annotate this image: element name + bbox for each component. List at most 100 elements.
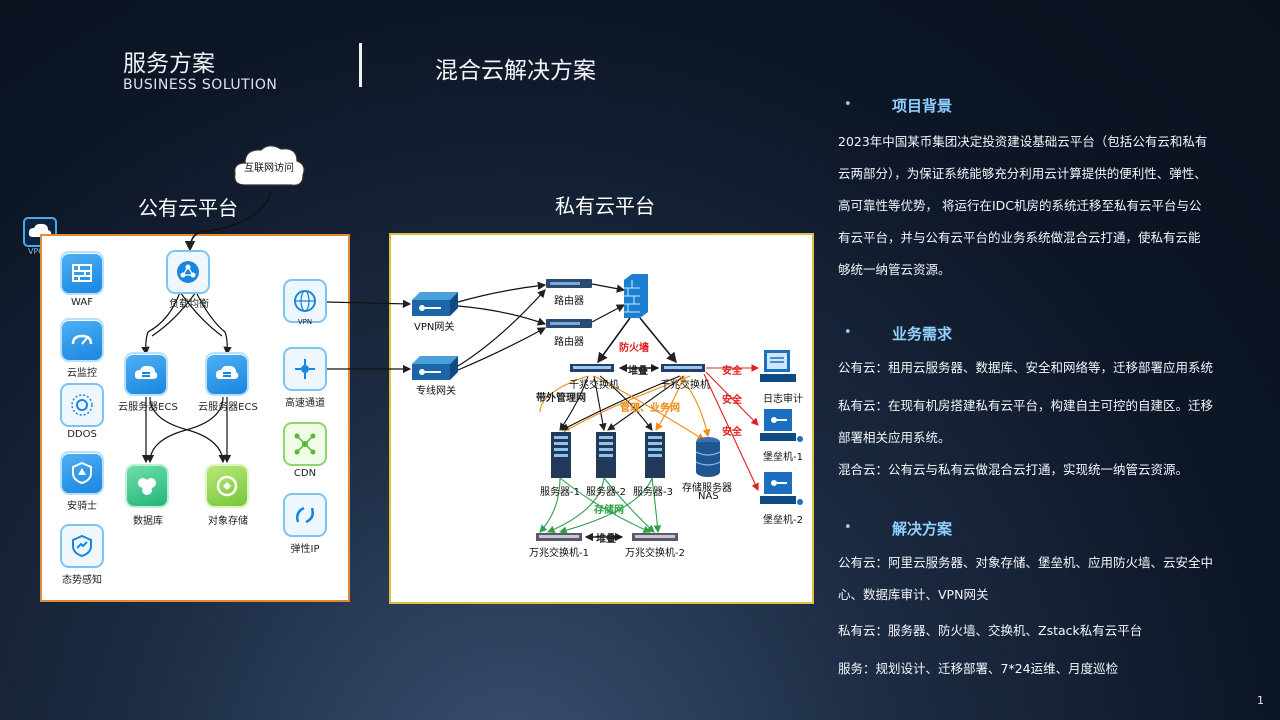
text-line: 公有云：租用云服务器、数据库、安全和网络等，迁移部署应用系统 bbox=[838, 360, 1214, 375]
page-number: 1 bbox=[1257, 694, 1264, 707]
bullet: • bbox=[844, 97, 852, 112]
section-heading-requirements: 业务需求 bbox=[892, 325, 953, 343]
private-cloud-title: 私有云平台 bbox=[555, 194, 655, 218]
router-label-1: 路由器 bbox=[554, 296, 584, 307]
section-heading-background: 项目背景 bbox=[892, 97, 953, 115]
cloud-monitor-label: 云监控 bbox=[67, 368, 97, 379]
10g-switch-icon bbox=[632, 533, 678, 541]
text-line: 高可靠性等优势， 将运行在IDC机房的系统迁移至私有云平台与公 bbox=[838, 198, 1202, 213]
text-line: 服务：规划设计、迁移部署、7*24运维、月度巡检 bbox=[838, 661, 1119, 676]
header-title-en: BUSINESS SOLUTION bbox=[123, 77, 278, 93]
ecs-label-2: 云服务器ECS bbox=[198, 402, 258, 413]
header-title: 服务方案 bbox=[123, 51, 215, 77]
security-label-3: 安全 bbox=[722, 427, 742, 438]
nas-label-2: NAS bbox=[698, 491, 719, 502]
section-background-body: 2023年中国某币集团决定投资建设基础云平台（包括公有云和私有 云两部分），为保… bbox=[838, 126, 1207, 286]
text-line: 2023年中国某币集团决定投资建设基础云平台（包括公有云和私有 bbox=[838, 134, 1208, 149]
mgmt-network-label: 管理、业务网 bbox=[620, 403, 680, 414]
line-gateway-label: 专线网关 bbox=[416, 386, 456, 397]
10g-switch-icon bbox=[536, 533, 582, 541]
text-line: 云两部分），为保证系统能够充分利用云计算提供的便利性、弹性、 bbox=[838, 166, 1207, 181]
ecs-server-icon bbox=[207, 354, 247, 394]
elastic-ip-label: 弹性IP bbox=[290, 544, 320, 555]
server-label-3: 服务器-3 bbox=[633, 487, 673, 498]
text-line: 私有云：服务器、防火墙、交换机、Zstack私有云平台 bbox=[838, 623, 1143, 638]
waf-icon bbox=[62, 253, 102, 293]
security-label-2: 安全 bbox=[722, 395, 742, 406]
text-line: 私有云：在现有机房搭建私有云平台，构建自主可控的自建区。迁移 bbox=[838, 398, 1214, 413]
text-line: 有云平台，并与公有云平台的业务系统做混合云打通，使私有云能 bbox=[838, 230, 1201, 245]
section-requirements-body: 公有云：租用云服务器、数据库、安全和网络等，迁移部署应用系统 私有云：在现有机房… bbox=[838, 352, 1213, 486]
cdn-icon bbox=[285, 424, 325, 464]
header-divider bbox=[359, 43, 362, 87]
bastion-label-1: 堡垒机-1 bbox=[763, 452, 803, 463]
cloud-monitor-icon bbox=[62, 320, 102, 360]
gigabit-switch-icon bbox=[661, 364, 705, 372]
log-audit-label: 日志审计 bbox=[763, 394, 803, 405]
bastion-host-icon bbox=[760, 472, 803, 505]
object-storage-label: 对象存储 bbox=[208, 516, 248, 527]
aegis-label: 安骑士 bbox=[67, 501, 97, 512]
express-connect-icon bbox=[285, 349, 325, 389]
gigabit-switch-label-2: 千兆交换机 bbox=[660, 380, 710, 391]
object-storage-icon bbox=[207, 466, 247, 506]
section-heading-solution: 解决方案 bbox=[892, 520, 953, 538]
ddos-label: DDOS bbox=[67, 429, 97, 440]
firewall-label: 防火墙 bbox=[619, 343, 649, 354]
vpn-label: VPN bbox=[297, 318, 313, 326]
text-line: 心、数据库审计、VPN网关 bbox=[838, 587, 989, 602]
internet-label: 互联网访问 bbox=[244, 163, 294, 174]
situation-awareness-label: 态势感知 bbox=[62, 575, 102, 586]
gigabit-switch-label-1: 千兆交换机 bbox=[569, 380, 619, 391]
storage-network-label: 存储网 bbox=[594, 505, 624, 516]
stack-label-1: 堆叠 bbox=[628, 366, 648, 377]
gigabit-switch-icon bbox=[570, 364, 614, 372]
10g-switch-label-2: 万兆交换机-2 bbox=[625, 548, 685, 559]
header-subtitle: 混合云解决方案 bbox=[435, 58, 596, 84]
cdn-label: CDN bbox=[293, 468, 317, 479]
public-cloud-title: 公有云平台 bbox=[138, 196, 238, 220]
section-solution-body: 公有云：阿里云服务器、对象存储、堡垒机、应用防火墙、云安全中 心、数据库审计、V… bbox=[838, 547, 1213, 685]
oob-network-label: 带外管理网 bbox=[536, 393, 586, 404]
text-line: 部署相关应用系统。 bbox=[838, 430, 951, 445]
database-icon bbox=[127, 466, 167, 506]
server-icon bbox=[551, 432, 571, 478]
stack-label-2: 堆叠 bbox=[596, 534, 616, 545]
vpn-gateway-label: VPN网关 bbox=[414, 322, 455, 333]
bastion-label-2: 堡垒机-2 bbox=[763, 515, 803, 526]
cloud-icon bbox=[234, 145, 305, 186]
ecs-label-1: 云服务器ECS bbox=[118, 402, 178, 413]
firewall-icon bbox=[624, 274, 648, 318]
server-icon bbox=[645, 432, 665, 478]
ddos-icon bbox=[62, 385, 102, 425]
elastic-ip-icon bbox=[285, 495, 325, 535]
router-icon bbox=[546, 279, 592, 288]
text-line: 混合云：公有云与私有云做混合云打通，实现统一纳管云资源。 bbox=[838, 462, 1189, 477]
router-icon bbox=[546, 319, 592, 328]
security-label-1: 安全 bbox=[722, 366, 742, 377]
server-label-1: 服务器-1 bbox=[540, 487, 580, 498]
nas-label-1: 存储服务器 bbox=[682, 483, 732, 494]
waf-label: WAF bbox=[71, 297, 93, 308]
bastion-host-icon bbox=[760, 409, 803, 442]
vpn-gateway-icon bbox=[412, 292, 458, 316]
aegis-shield-icon bbox=[62, 453, 102, 493]
bullet: • bbox=[844, 520, 852, 535]
database-label: 数据库 bbox=[133, 516, 163, 527]
router-label-2: 路由器 bbox=[554, 337, 584, 348]
vpc-label: VPC bbox=[28, 247, 44, 256]
vpn-icon bbox=[285, 281, 325, 321]
load-balancer-icon bbox=[168, 252, 208, 292]
line-gateway-icon bbox=[412, 356, 458, 380]
bullet: • bbox=[844, 325, 852, 340]
server-icon bbox=[596, 432, 616, 478]
log-audit-icon bbox=[760, 350, 796, 382]
text-line: 公有云：阿里云服务器、对象存储、堡垒机、应用防火墙、云安全中 bbox=[838, 555, 1214, 570]
nas-storage-icon bbox=[695, 437, 721, 477]
text-line: 够统一纳管云资源。 bbox=[838, 262, 951, 277]
situation-awareness-icon bbox=[62, 526, 102, 566]
ecs-server-icon bbox=[126, 354, 166, 394]
10g-switch-label-1: 万兆交换机-1 bbox=[529, 548, 589, 559]
express-connect-label: 高速通道 bbox=[285, 398, 325, 409]
